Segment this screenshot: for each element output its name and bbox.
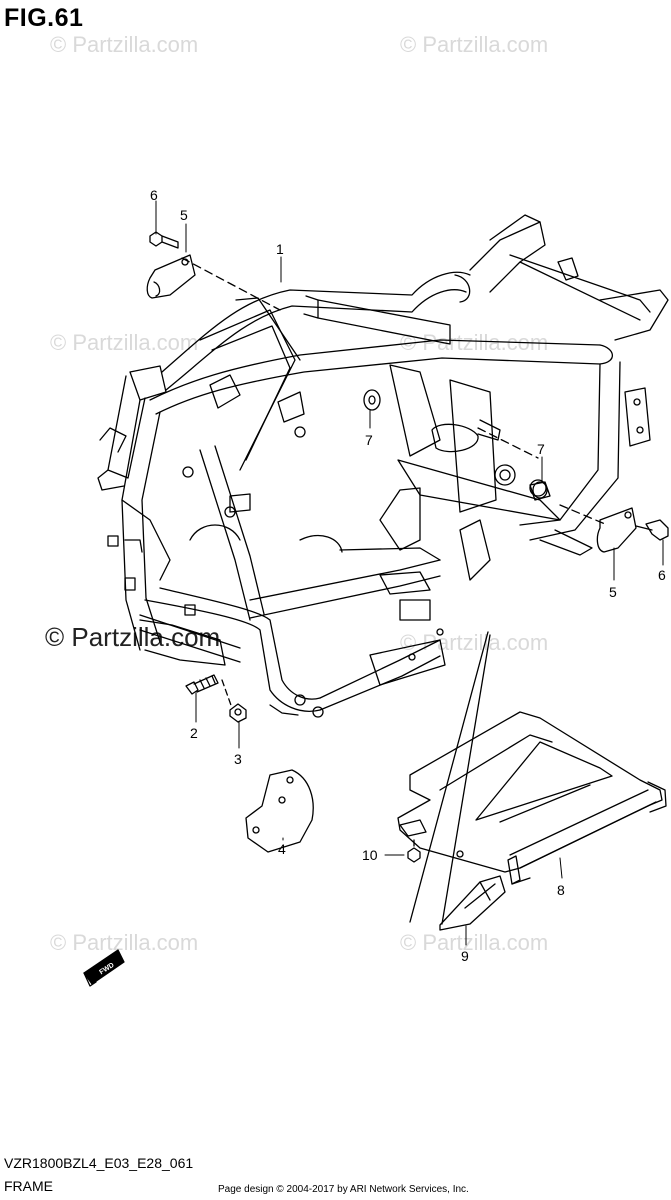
bolt-right [635, 519, 669, 541]
alignment-line [441, 634, 491, 925]
callout-4: 4 [278, 841, 286, 857]
callout-3: 3 [234, 751, 242, 767]
main-frame-part [97, 214, 669, 718]
alignment-line [477, 427, 539, 459]
callout-1: 1 [276, 241, 284, 257]
copyright-notice: Page design © 2004-2017 by ARI Network S… [218, 1184, 469, 1195]
watermark: © Partzilla.com [50, 930, 199, 955]
bolt-part-2 [185, 674, 219, 695]
alignment-line [221, 679, 233, 709]
callout-9: 9 [461, 948, 469, 964]
bracket-part-4 [245, 769, 314, 853]
model-code: VZR1800BZL4_E03_E28_061 [4, 1155, 194, 1171]
watermark: © Partzilla.com [400, 32, 549, 57]
alignment-line [559, 504, 606, 525]
callout-7-left: 7 [365, 432, 373, 448]
callout-8: 8 [557, 882, 565, 898]
bolt-left [149, 231, 179, 249]
section-name: FRAME [4, 1178, 53, 1194]
leader-lines [155, 200, 664, 946]
alignment-line [409, 631, 489, 923]
callout-6-left: 6 [150, 187, 158, 203]
callout-2: 2 [190, 725, 198, 741]
callout-7-right: 7 [537, 441, 545, 457]
forward-arrow-icon [83, 949, 125, 987]
callout-6-right: 6 [658, 567, 666, 583]
callout-5-left: 5 [180, 207, 188, 223]
alignment-line [181, 257, 281, 311]
watermark: © Partzilla.com [50, 32, 199, 57]
watermark: © Partzilla.com [50, 330, 199, 355]
lower-cover-part-9 [439, 875, 506, 931]
frame-cover-part-8 [397, 711, 667, 885]
mount-bracket-right [596, 507, 637, 553]
watermark: © Partzilla.com [400, 930, 549, 955]
callout-10: 10 [362, 847, 378, 863]
bushing-left [363, 389, 381, 411]
screw-part-10 [407, 839, 421, 863]
callout-5-right: 5 [609, 584, 617, 600]
nut-part-3 [229, 703, 247, 723]
watermark: © Partzilla.com [400, 630, 549, 655]
figure-title: FIG.61 [4, 4, 84, 32]
bushing-right [529, 481, 551, 501]
